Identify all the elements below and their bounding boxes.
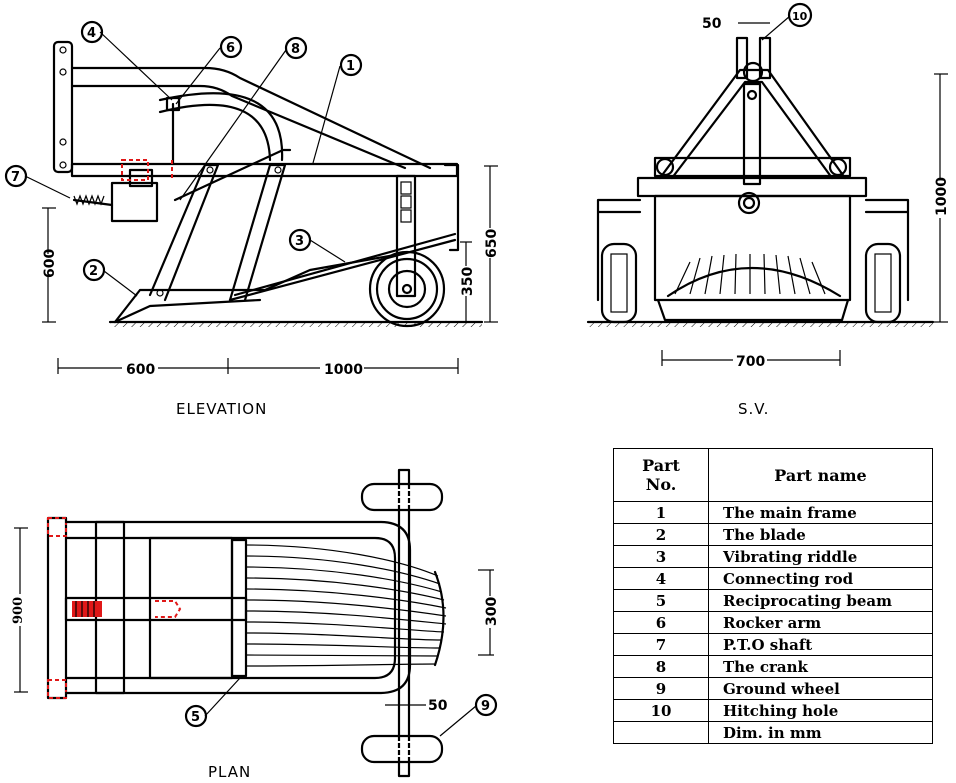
dim-350: 350 [460,267,476,296]
callout-8 [284,36,308,60]
callout-6 [219,35,243,59]
svg-text:4: 4 [87,26,96,41]
svg-text:3: 3 [295,234,304,249]
callout-3 [288,228,312,252]
side-dimensions: 50 1000 700 [661,16,952,370]
svg-text:1: 1 [346,59,355,74]
gearbox [110,181,159,223]
side-hopper [653,194,852,302]
callout-1 [339,53,363,77]
dim-700: 700 [736,354,765,370]
callout-7 [4,164,28,188]
dim-1000-vertical: 1000 [934,177,950,216]
plan-main-frame [64,520,412,695]
dim-300: 300 [484,597,500,626]
plan-dimensions: 900 300 50 [6,527,502,714]
svg-text:10: 10 [792,10,808,23]
ground-wheel [368,250,446,328]
side-a-frame [658,68,847,180]
side-wheel-right [864,242,902,324]
plan-riddle-rods [230,538,447,678]
callout-4 [80,20,104,44]
main-frame-top [70,66,432,170]
vibrating-riddle [228,238,457,302]
dim-1000-horizontal: 1000 [324,362,363,378]
dim-50-top: 50 [702,16,722,32]
elevation-caption: ELEVATION [176,400,267,418]
plan-pto [72,600,182,618]
callouts: 1 2 3 4 6 8 7 10 5 9 [4,2,813,737]
pto-shaft [72,198,114,207]
side-wheel-left [600,242,638,324]
plan-view: 900 300 50 PLAN [6,468,502,781]
svg-text:8: 8 [291,42,300,57]
dim-50-plan: 50 [428,698,448,714]
crank-arc [158,103,272,162]
svg-text:6: 6 [226,41,235,56]
svg-text:7: 7 [11,170,20,185]
callout-9 [474,693,498,717]
dim-600-vertical: 600 [42,249,58,278]
svg-text:9: 9 [481,699,490,714]
table-footer: Dim. in mm [613,721,933,744]
dim-600-horizontal: 600 [126,362,155,378]
svg-text:2: 2 [89,264,98,279]
elevation-dimensions: 600 650 350 600 1000 [35,165,502,378]
header-part-name: Part name [708,448,933,502]
side-view-caption: S.V. [738,400,769,418]
callout-10 [787,2,813,28]
callout-5 [184,704,208,728]
plan-axle [397,468,411,778]
plan-wheel-top [360,482,444,512]
callout-2 [82,258,106,282]
plan-caption: PLAN [208,763,251,781]
elevation-view: 600 650 350 600 1000 ELEVATION [35,40,502,418]
hitch-mast [52,40,74,174]
side-view: 50 1000 700 S.V. [586,16,952,418]
plan-wheel-bottom [360,734,444,764]
dim-650: 650 [484,229,500,258]
elevation-ground [110,322,482,327]
plan-hitch-beam [46,516,68,700]
dim-900: 900 [11,597,26,624]
header-part-no: Part No. [613,448,709,502]
svg-text:5: 5 [191,710,200,725]
